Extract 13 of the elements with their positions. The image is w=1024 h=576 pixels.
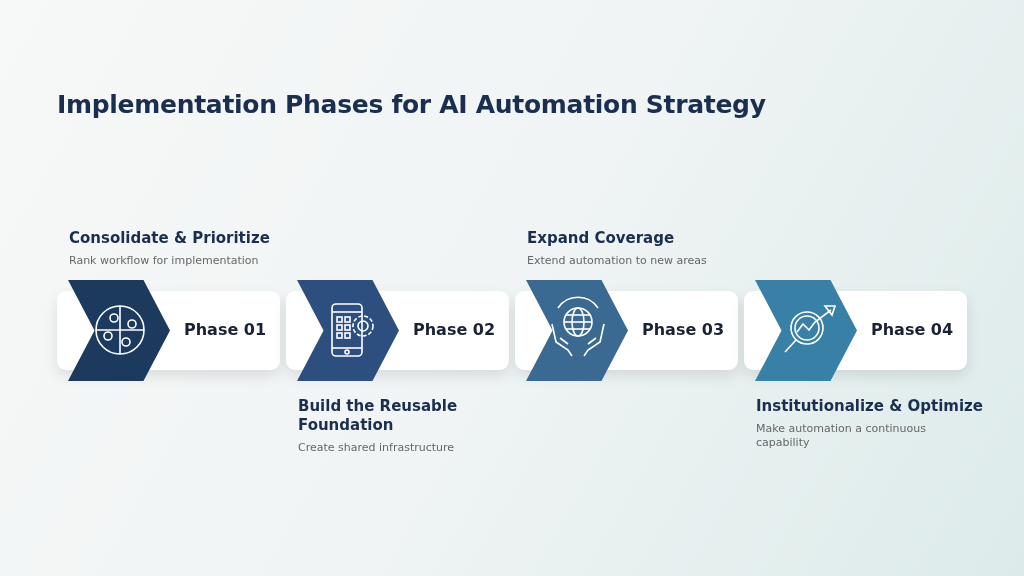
phase-description: Rank workflow for implementation bbox=[69, 254, 259, 268]
phase-heading: Build the Reusable Foundation bbox=[298, 397, 459, 435]
phase-label: Phase 02 bbox=[413, 320, 496, 339]
phase-heading: Consolidate & Prioritize bbox=[69, 229, 271, 248]
phase-heading: Expand Coverage bbox=[527, 229, 676, 248]
phase-description: Extend automation to new areas bbox=[527, 254, 708, 268]
phase-heading: Institutionalize & Optimize bbox=[756, 397, 984, 416]
title: Implementation Phases for AI Automation Strategy bbox=[57, 90, 766, 119]
phase-label: Phase 01 bbox=[184, 320, 267, 339]
phase-description: Create shared infrastructure bbox=[298, 441, 456, 455]
phase-label: Phase 03 bbox=[642, 320, 725, 339]
phase-description: Make automation a continuous capability bbox=[756, 422, 927, 450]
phase-label: Phase 04 bbox=[871, 320, 954, 339]
